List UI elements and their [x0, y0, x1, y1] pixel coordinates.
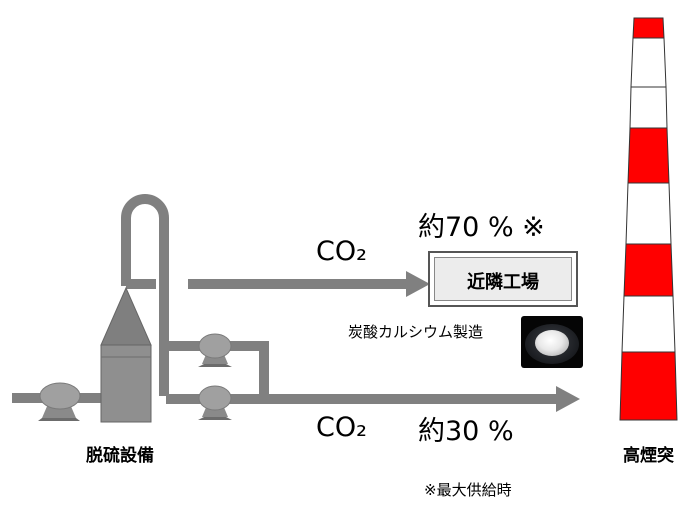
nearby-plant-label: 近隣工場: [467, 272, 539, 293]
plant-branch: [126, 279, 156, 289]
product-label: 炭酸カルシウム製造: [348, 323, 484, 341]
plant-pipe: [188, 271, 430, 297]
pump-icon: [198, 385, 232, 420]
bypass-loop: [164, 341, 269, 399]
calcium-carbonate-powder-photo: [521, 316, 583, 368]
nearby-plant-box: 近隣工場: [428, 251, 578, 307]
desulfurization-label: 脱硫設備: [86, 446, 154, 466]
powder-sample: [535, 330, 569, 356]
desulfurization-tower: [100, 286, 152, 423]
u-duct: [121, 194, 169, 396]
stack-label: 高煙突: [623, 446, 674, 466]
co2-label-bottom: CO₂: [316, 412, 367, 443]
percent-bottom-label: 約30 %: [418, 416, 514, 447]
chimney-icon: [619, 17, 678, 421]
footnote: ※最大供給時: [424, 481, 512, 499]
percent-top-label: 約70 % ※: [418, 212, 545, 243]
pump-icon: [38, 382, 81, 421]
co2-label-top: CO₂: [316, 236, 367, 267]
pump-icon: [198, 333, 232, 367]
